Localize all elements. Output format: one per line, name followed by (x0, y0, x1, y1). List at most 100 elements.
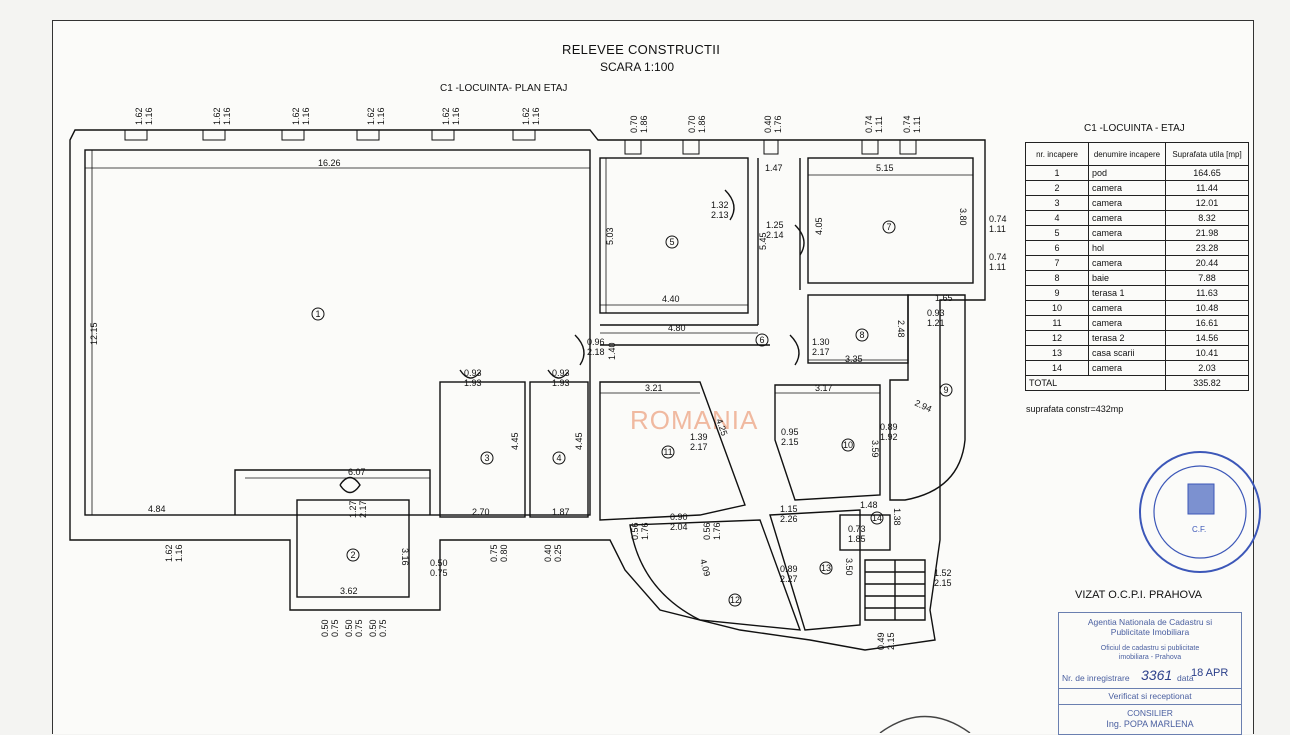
room-number-7: 7 (886, 222, 891, 232)
dim-1-93-a: 1.93 (464, 378, 482, 388)
room-7-outline (807, 157, 974, 284)
row-area: 10.41 (1165, 345, 1249, 361)
stamp-agency-2: Publicitate Imobiliara (1110, 627, 1190, 637)
staircase (864, 559, 926, 621)
window-dim-b3b: 0.25 (553, 544, 563, 562)
window-dim-11b: 1.11 (912, 116, 922, 133)
window-dim-2a: 1.62 (212, 107, 222, 125)
stamp-agency-1: Agentia Nationala de Cadastru si (1087, 617, 1213, 627)
room-number-5: 5 (669, 237, 674, 247)
window-dim-9a: 0.40 (763, 115, 773, 133)
window-dim-7a: 0.70 (629, 115, 639, 133)
plan-title: C1 -LOCUINTA- PLAN ETAJ (440, 83, 568, 94)
dim-0-56-a: 0.56 (630, 522, 640, 540)
room-number-4: 4 (556, 453, 561, 463)
dim-0-93-c: 0.93 (552, 368, 570, 378)
dim-3-62: 3.62 (340, 586, 358, 596)
area-table-header: nr. incapere denumire incapere Suprafata… (1025, 142, 1249, 166)
stamp-date-value: 18 APR (1191, 667, 1229, 679)
drawing-title: RELEVEE CONSTRUCTII (562, 42, 721, 57)
dim-3-21: 3.21 (645, 383, 663, 393)
window-dim-b5b: 0.75 (354, 619, 364, 637)
window-dim-b3a: 0.40 (543, 544, 553, 562)
dim-2-17-a: 2.17 (812, 347, 830, 357)
dim-3-50: 3.50 (844, 558, 854, 576)
dim-1-76-a: 1.76 (640, 522, 650, 540)
row-nr: 7 (1025, 255, 1089, 271)
row-name: camera (1088, 315, 1166, 331)
dim-5-03: 5.03 (605, 227, 615, 245)
dim-3-16: 3.16 (400, 548, 410, 566)
dim-2-70: 2.70 (472, 507, 490, 517)
row-nr: 1 (1025, 165, 1089, 181)
row-nr: 2 (1025, 180, 1089, 196)
dim-4-40: 4.40 (662, 294, 680, 304)
row-name: terasa 1 (1088, 285, 1166, 301)
room-number-12: 12 (730, 595, 740, 605)
room-1-outline (84, 149, 591, 516)
dim-3-59: 3.59 (870, 440, 880, 458)
dim-2-15-b: 2.15 (934, 578, 952, 588)
header-nr: nr. incapere (1025, 142, 1089, 166)
row-area: 7.88 (1165, 270, 1249, 286)
room-5-outline (599, 157, 749, 314)
window-dim-8a: 0.70 (687, 115, 697, 133)
round-stamp-bottom (879, 715, 971, 733)
room-12-outline (629, 519, 802, 631)
dim-1-47: 1.47 (765, 163, 783, 173)
door-arc-4 (574, 334, 585, 366)
row-area: 23.28 (1165, 240, 1249, 256)
row-nr: 5 (1025, 225, 1089, 241)
window-dim-10b: 1.11 (874, 116, 884, 133)
room-number-1: 1 (315, 309, 320, 319)
window-dim-9b: 1.76 (773, 115, 783, 133)
dim-1-30: 1.30 (812, 337, 830, 347)
dim-16-28: 16.26 (318, 158, 341, 168)
row-area: 164.65 (1165, 165, 1249, 181)
door-arc-6 (459, 369, 481, 379)
dim-0-90: 0.90 (670, 512, 688, 522)
room-number-3: 3 (484, 453, 489, 463)
row-area: 21.98 (1165, 225, 1249, 241)
window-dim-4a: 1.62 (366, 107, 376, 125)
dim-1-38: 1.38 (892, 508, 902, 526)
row-area: 16.61 (1165, 315, 1249, 331)
dim-2-26: 2.26 (780, 514, 798, 524)
row-name: camera (1088, 195, 1166, 211)
header-name: denumire incapere (1088, 142, 1166, 166)
row-nr: 9 (1025, 285, 1089, 301)
room-10-outline (774, 384, 881, 501)
row-nr: 13 (1025, 345, 1089, 361)
row-nr: 12 (1025, 330, 1089, 346)
row-name: camera (1088, 210, 1166, 226)
room-number-2: 2 (350, 550, 355, 560)
row-area: 11.44 (1165, 180, 1249, 196)
row-area: 10.48 (1165, 300, 1249, 316)
stamp-verified: Verificat si receptionat (1108, 691, 1192, 701)
registration-stamp: Agentia Nationala de Cadastru si Publici… (1058, 612, 1242, 735)
dim-0-56-b: 0.56 (702, 522, 712, 540)
row-name: camera (1088, 180, 1166, 196)
door-arc-3 (794, 224, 805, 256)
dim-2-17-c: 2.17 (358, 500, 368, 518)
window-dim-3a: 1.62 (291, 107, 301, 125)
door-arc-2 (724, 189, 735, 221)
dim-0-93-b: 0.93 (464, 368, 482, 378)
row-name: pod (1088, 165, 1166, 181)
dim-1-65: 1.65 (935, 293, 953, 303)
dim-4-05: 4.05 (814, 217, 824, 235)
stamp-office-1: Oficiul de cadastru si publicitate (1100, 645, 1200, 652)
dim-2-18: 2.18 (587, 347, 605, 357)
round-stamp: C.F. (1139, 451, 1261, 573)
dim-2-14: 2.14 (766, 230, 784, 240)
watermark-text: ROMANIA (630, 405, 759, 435)
